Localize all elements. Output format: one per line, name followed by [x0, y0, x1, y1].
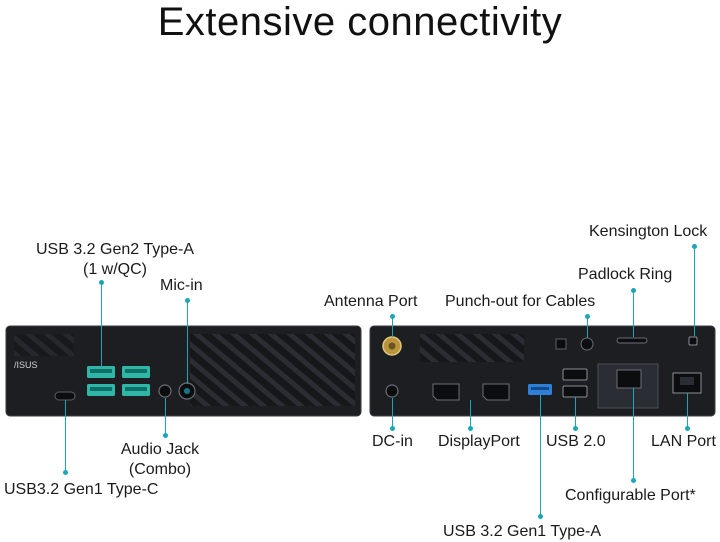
leader-dot: [468, 426, 473, 431]
label-padlock-ring: Padlock Ring: [578, 266, 673, 283]
leader-mic-in: [187, 300, 188, 384]
label-displayport: DisplayPort: [438, 433, 520, 450]
label-mic-in: Mic-in: [160, 277, 203, 294]
label-usb32-gen1-type-c: USB3.2 Gen1 Type-C: [4, 481, 159, 498]
leader-dot: [185, 298, 190, 303]
leader-kensington: [694, 246, 695, 336]
label-usb32-gen2-type-a: USB 3.2 Gen2 Type-A (1 w/QC): [4, 240, 226, 280]
leader-dot: [163, 433, 168, 438]
leader-configurable: [633, 388, 634, 480]
front-usb-a-ports: [87, 366, 150, 396]
label-configurable-port: Configurable Port*: [565, 487, 696, 504]
asus-logo: /ISUS: [14, 360, 38, 370]
label-audio-jack: Audio Jack (Combo): [100, 440, 220, 480]
leader-dot: [390, 426, 395, 431]
label-usb20: USB 2.0: [546, 433, 606, 450]
leader-dot: [585, 314, 590, 319]
dc-in-port: [385, 384, 399, 398]
leader-usb32-gen1-a: [540, 395, 541, 516]
leader-dot: [538, 514, 543, 519]
label-kensington-lock: Kensington Lock: [589, 223, 708, 240]
leader-dot: [631, 288, 636, 293]
leader-dot: [685, 426, 690, 431]
leader-dot: [692, 244, 697, 249]
leader-dc-in: [392, 398, 393, 428]
label-usb32-gen1-type-a: USB 3.2 Gen1 Type-A: [443, 523, 602, 540]
label-antenna-port: Antenna Port: [324, 293, 418, 310]
rear-unit: [369, 325, 716, 417]
page-title: Extensive connectivity: [157, 0, 563, 44]
leader-dot: [63, 470, 68, 475]
label-lan-port: LAN Port: [651, 433, 716, 450]
leader-audio-jack: [165, 398, 166, 436]
label-usb32-gen2-qc-text: (1 w/QC): [83, 261, 147, 278]
leader-usb-c: [65, 400, 66, 472]
leader-dot: [573, 426, 578, 431]
leader-usb20: [575, 397, 576, 428]
leader-lan: [687, 393, 688, 428]
leader-displayport: [470, 400, 471, 428]
leader-padlock: [633, 290, 634, 337]
leader-usb32-gen2: [101, 282, 102, 368]
label-punch-out-cables: Punch-out for Cables: [445, 293, 596, 310]
label-dc-in: DC-in: [372, 433, 413, 450]
leader-dot: [99, 280, 104, 285]
leader-dot: [390, 314, 395, 319]
leader-antenna: [392, 316, 393, 337]
label-audio-jack-text: Audio Jack: [120, 441, 200, 458]
front-usb-c-port: [54, 391, 76, 401]
label-audio-jack-combo-text: (Combo): [128, 461, 192, 478]
label-usb32-gen2-type-a-text: USB 3.2 Gen2 Type-A: [35, 241, 194, 258]
leader-punch-out: [587, 316, 588, 338]
leader-dot: [631, 478, 636, 483]
front-audio-jack: [158, 384, 172, 398]
front-unit: [5, 325, 362, 417]
